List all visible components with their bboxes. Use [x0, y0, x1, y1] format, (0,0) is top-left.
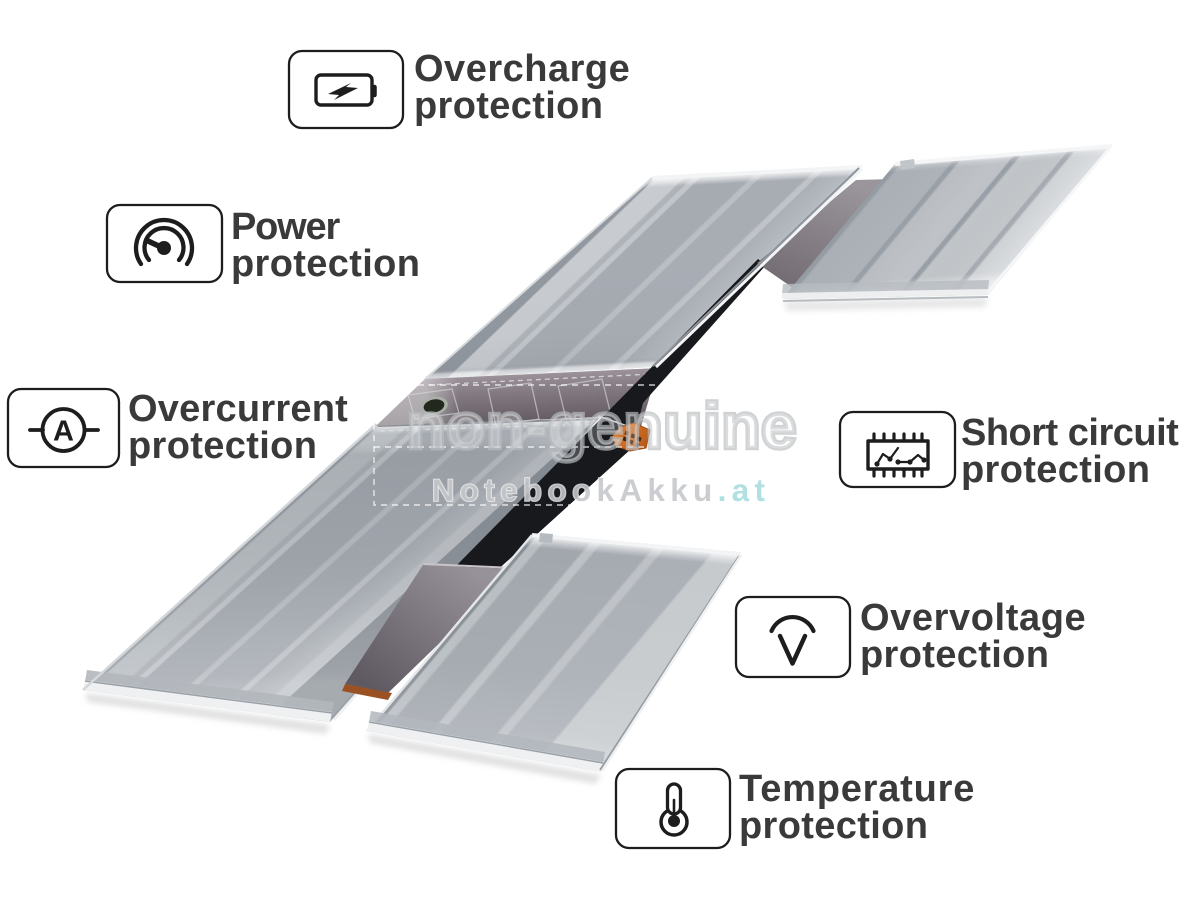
svg-text:Overcurrent: Overcurrent [128, 388, 348, 430]
svg-text:Temperature: Temperature [739, 768, 975, 810]
svg-text:Overcharge: Overcharge [414, 48, 630, 90]
svg-text:Short circuit: Short circuit [961, 412, 1179, 454]
svg-text:NotebookAkku.at: NotebookAkku.at [432, 472, 771, 508]
svg-text:protection: protection [860, 634, 1049, 676]
svg-text:protection: protection [414, 85, 603, 127]
svg-text:non-genuine: non-genuine [407, 390, 798, 462]
svg-text:A: A [53, 416, 74, 448]
svg-text:protection: protection [231, 243, 420, 285]
svg-text:protection: protection [961, 449, 1150, 491]
svg-text:protection: protection [739, 805, 928, 847]
svg-text:Power: Power [231, 206, 340, 248]
svg-text:Overvoltage: Overvoltage [860, 597, 1086, 639]
svg-text:protection: protection [128, 425, 317, 467]
